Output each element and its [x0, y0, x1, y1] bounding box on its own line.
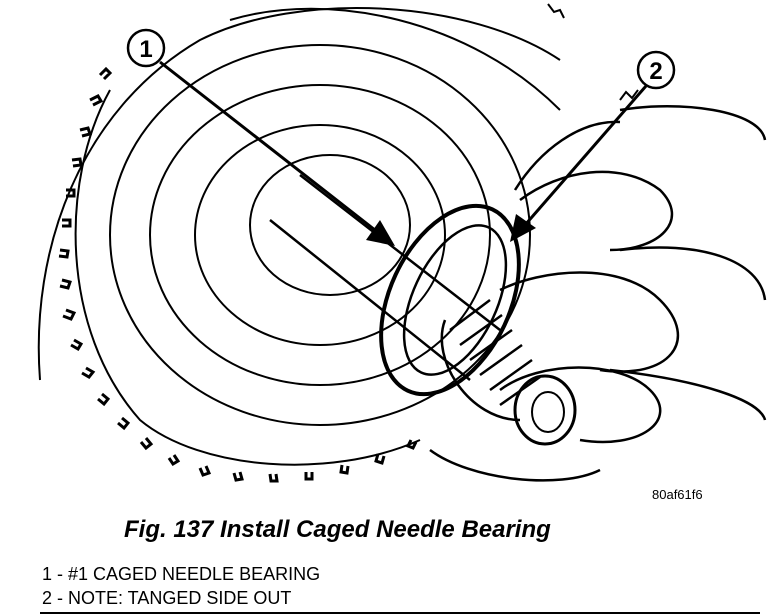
drum-ring-4 [249, 154, 411, 296]
gear-ring-inner [74, 89, 421, 466]
hand-outline [429, 105, 767, 482]
drum-ring-2 [149, 84, 491, 386]
callout-2: 2 [510, 50, 676, 242]
shaft-splines [440, 299, 541, 422]
legend-item-1: 1 - #1 CAGED NEEDLE BEARING [42, 564, 321, 584]
bottom-rule [40, 612, 760, 614]
legend-item-2: 2 - NOTE: TANGED SIDE OUT [42, 588, 292, 608]
callout-2-arrowhead [510, 214, 536, 242]
callout-2-number: 2 [649, 58, 662, 85]
caged-needle-bearing-inner [402, 224, 508, 376]
housing-outline [37, 7, 561, 381]
shaft-end-inner [531, 391, 565, 433]
callout-1-arrowhead [366, 220, 395, 246]
callout-1-arrow-line [159, 60, 376, 232]
legend: 1 - #1 CAGED NEEDLE BEARING 2 - NOTE: TA… [42, 562, 320, 610]
figure-code: 80af61f6 [652, 487, 703, 502]
drum-ring-outer [109, 44, 531, 426]
input-shaft [269, 174, 501, 381]
caged-needle-bearing [379, 203, 521, 397]
drum-ring-3 [194, 124, 446, 346]
top-right-gear-teeth [547, 3, 639, 101]
callout-2-arrow-line [523, 85, 648, 226]
callout-1-number: 1 [139, 36, 152, 63]
callout-1: 1 [126, 28, 395, 246]
gear-teeth-ring [58, 66, 418, 483]
bearing-illustration: 1 2 [37, 3, 767, 483]
shaft-end [513, 374, 577, 446]
figure-caption: Fig. 137 Install Caged Needle Bearing [124, 516, 551, 543]
housing-inner-arc [229, 7, 561, 111]
